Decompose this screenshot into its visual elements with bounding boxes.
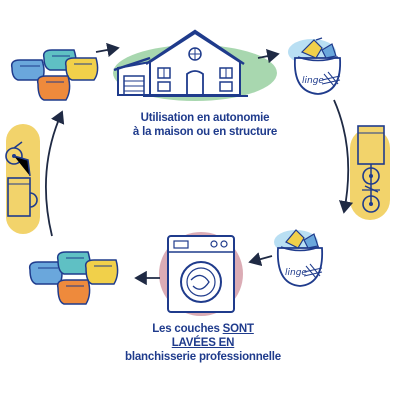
laundry-bag-icon: linge	[288, 37, 341, 95]
delivery-bike-icon-left	[5, 124, 40, 234]
caption-laundry-line3: blanchisserie professionnelle	[125, 351, 281, 363]
diaper-stack-icon	[10, 49, 99, 101]
diaper-stack-icon-bottom	[28, 251, 119, 305]
bag-label-bottom: linge	[285, 268, 307, 278]
laundry-bag-icon-bottom: linge	[274, 229, 323, 287]
house-icon	[113, 29, 277, 101]
caption-professional-laundry: Les couches SONT LAVÉES EN blanchisserie…	[118, 322, 288, 364]
delivery-bike-icon	[350, 125, 390, 220]
caption-laundry-line1-plain: Les couches	[152, 323, 223, 335]
washing-machine-icon	[159, 232, 243, 316]
caption-laundry-line1: Les couches SONT	[118, 322, 288, 336]
caption-home-use: Utilisation en autonomie à la maison ou …	[110, 111, 300, 139]
caption-laundry-line1-emphasis: SONT	[222, 323, 254, 335]
caption-home-use-line2: à la maison ou en structure	[132, 126, 278, 138]
bag-label-top: linge	[302, 76, 324, 86]
cycle-arrow-icon	[45, 42, 354, 286]
caption-laundry-line2: LAVÉES EN	[171, 337, 235, 349]
caption-home-use-line1: Utilisation en autonomie	[140, 112, 270, 124]
